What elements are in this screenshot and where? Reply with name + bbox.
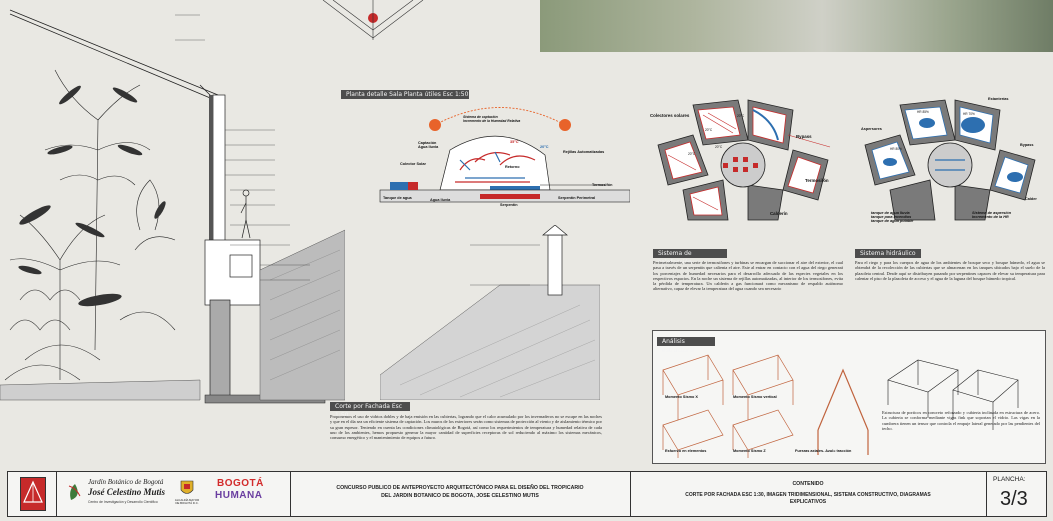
- bogota-label: BOGOTÁ: [217, 478, 264, 489]
- label-m-sismo-x: Momento Sismo X: [665, 395, 698, 399]
- label-tanques: tanque de agua lluvia tanque para incend…: [871, 211, 914, 223]
- planta-section-diagram: [379, 107, 630, 203]
- label-esfuerzo: Esfuerzo en elementos: [665, 449, 707, 453]
- title-block-footer: Jardín Botánico de Bogotá José Celestino…: [7, 471, 1047, 517]
- label-calderin: Calderín: [770, 211, 788, 216]
- top-photo: [540, 0, 1053, 52]
- structural-diagrams: [662, 354, 1019, 458]
- label-colectores: Colectores solares: [650, 113, 690, 118]
- leaf-icon: [68, 484, 81, 500]
- label-m-sismo-z: Momento Sismo Z: [733, 449, 766, 453]
- temp-3: 20°C: [688, 152, 696, 156]
- tank-tower-drawing: [380, 225, 600, 400]
- top-detail-sketch: [322, 0, 424, 40]
- heating-system-diagram: [657, 99, 831, 221]
- label-fuerzas: Fuerzas axiales- Azul= tracción: [795, 449, 852, 453]
- temp-4: 20°C: [715, 145, 723, 149]
- hidraulico-body-text: Para el riego y para los cuerpos de agua…: [855, 260, 1045, 281]
- temp-1: 20°C: [705, 128, 713, 132]
- section-title-hidraulico: Sistema hidráulico: [855, 249, 921, 258]
- section-title-calefaccion: Sistema de calefacción: [653, 249, 727, 266]
- corte-body-text: Proponemos el uso de vidrios dobles y de…: [330, 414, 602, 441]
- planta-label-colector: Colector Solar: [400, 162, 426, 166]
- planta-label-agua-lluvia: Agua lluvia: [430, 198, 451, 202]
- concurso-line-2: DEL JARDIN BOTANICO DE BOGOTA, JOSE CELE…: [381, 493, 539, 499]
- contenido-line-1: CORTE POR FACHADA ESC 1:30, IMAGEN TRIDI…: [685, 492, 931, 498]
- label-bypass: Bypass: [796, 134, 812, 139]
- section-title-estructural: Análisis estructural: [657, 337, 715, 354]
- garden-name-1: Jardín Botánico de Bogotá: [88, 478, 164, 486]
- planta-label-sistema: Sistema de captación Incremento de la Hu…: [463, 115, 521, 123]
- contenido-title: CONTENIDO: [792, 481, 824, 487]
- tank-4: Calder: [1025, 197, 1037, 201]
- calefaccion-body-text: Perimetralmente, una serie de termosifon…: [653, 260, 843, 292]
- temp-2: 20°C: [737, 114, 745, 118]
- humana-label: HUMANA: [215, 490, 263, 501]
- planta-label-rejillas: Rejillas Automatizadas: [563, 150, 605, 154]
- planta-label-retorno: Retorno: [505, 165, 520, 169]
- planta-label-termosifon: Termosifón: [592, 183, 613, 187]
- hydraulic-system-diagram: [864, 99, 1036, 221]
- estructural-body-text: Estructura de porticos en concreto refor…: [882, 410, 1040, 431]
- planta-label-tanque: Tanque de agua: [383, 196, 412, 200]
- tank-3: Bypass: [1020, 143, 1034, 147]
- logo-triangle-icon: [23, 480, 43, 503]
- tank-2: Aspersores: [861, 127, 882, 131]
- planta-label-serpentin-perimetral: Serpentín Perimetral: [558, 196, 596, 200]
- planta-label-20c: 20°C: [540, 145, 549, 149]
- planta-label-serpentin: Serpentín: [500, 203, 518, 207]
- planta-label-35c: 35°C: [510, 140, 519, 144]
- planta-label-captacion: Captación Agua lluvia: [418, 141, 439, 149]
- label-aspersion: Sistema de aspersión Incremento de la HR: [972, 211, 1012, 219]
- garden-sub: Centro de Investigación y Desarrollo Cie…: [88, 500, 158, 504]
- shield-icon: [180, 480, 194, 494]
- concurso-line-1: CONCURSO PUBLICO DE ANTEPROYECTO ARQUITE…: [336, 485, 584, 491]
- label-m-sismo-vert: Momento Sismo vertical: [733, 395, 777, 399]
- alcaldia-label: ALCALDÍA MAYOR DE BOGOTÁ D.C.: [174, 498, 200, 506]
- hr-2: HR 70%: [963, 112, 975, 116]
- contenido-line-2: EXPLICATIVOS: [789, 499, 827, 505]
- plancha-number: 3/3: [1000, 488, 1028, 510]
- plancha-label: PLANCHA:: [993, 476, 1026, 483]
- tank-1: Estanterías: [988, 97, 1009, 101]
- hr-3: HR 80%: [890, 147, 902, 151]
- label-termosifon: Termosifón: [805, 178, 829, 183]
- facade-section-drawing: [0, 9, 345, 404]
- hr-1: HR 85%: [917, 110, 929, 114]
- section-title-corte: Corte por Fachada Esc 1:50: [330, 402, 410, 419]
- garden-name-2: José Celestino Mutis: [88, 487, 166, 497]
- competition-logo: [20, 477, 46, 511]
- section-title-planta: Planta detalle Sala Planta útiles Esc 1:…: [341, 90, 469, 99]
- structural-panel: Análisis estructural: [652, 330, 1046, 464]
